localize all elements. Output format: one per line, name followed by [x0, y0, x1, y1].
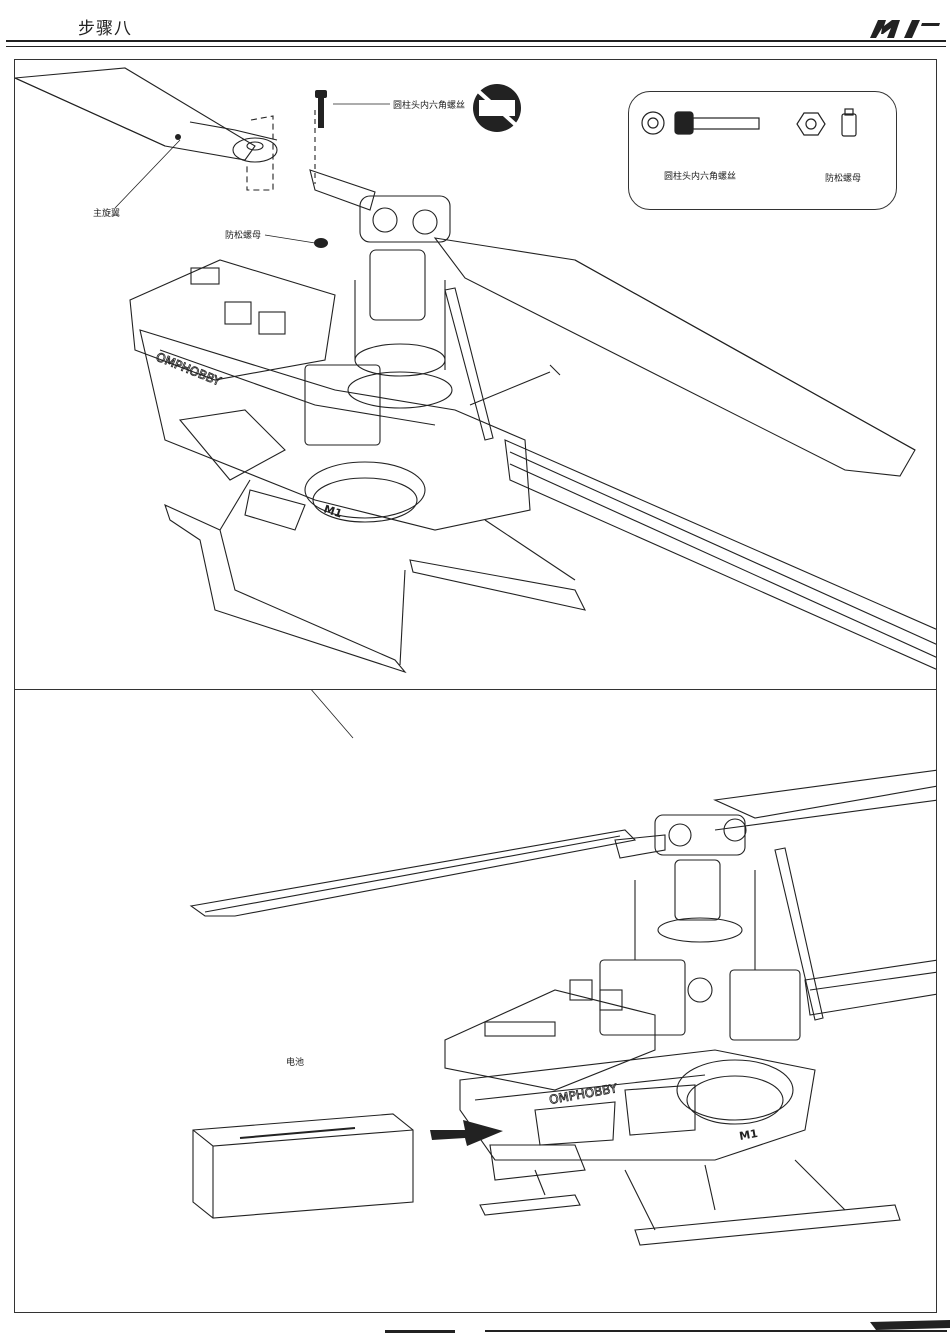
header-rule [6, 40, 946, 42]
header-rule-thin [6, 46, 946, 47]
lock-nut-label: 防松螺母 [225, 228, 261, 241]
main-blade-label: 主旋翼 [93, 206, 120, 219]
parts-legend-box: 圆柱头内六角螺丝 防松螺母 [628, 91, 897, 210]
parts-screw-label: 圆柱头内六角螺丝 [664, 169, 736, 182]
frame-badge-text: M1 [322, 502, 344, 520]
parts-legend-drawing [629, 92, 898, 211]
frame-badge-text-bottom: M1 [738, 1127, 759, 1143]
page-footer [0, 1318, 950, 1344]
battery-insert-drawing: OMPHOBBY M1 [15, 690, 937, 1313]
step-panel-bottom: OMPHOBBY M1 [14, 689, 937, 1313]
battery-label-text: 电池 [286, 1055, 304, 1068]
thread-lock-icon [473, 84, 521, 132]
insert-arrow-icon [430, 1120, 503, 1146]
socket-screw-label: 圆柱头内六角螺丝 [393, 98, 465, 111]
page-title: 步骤八 [78, 14, 132, 39]
brand-logo [864, 18, 942, 40]
parts-nut-label: 防松螺母 [825, 171, 861, 184]
